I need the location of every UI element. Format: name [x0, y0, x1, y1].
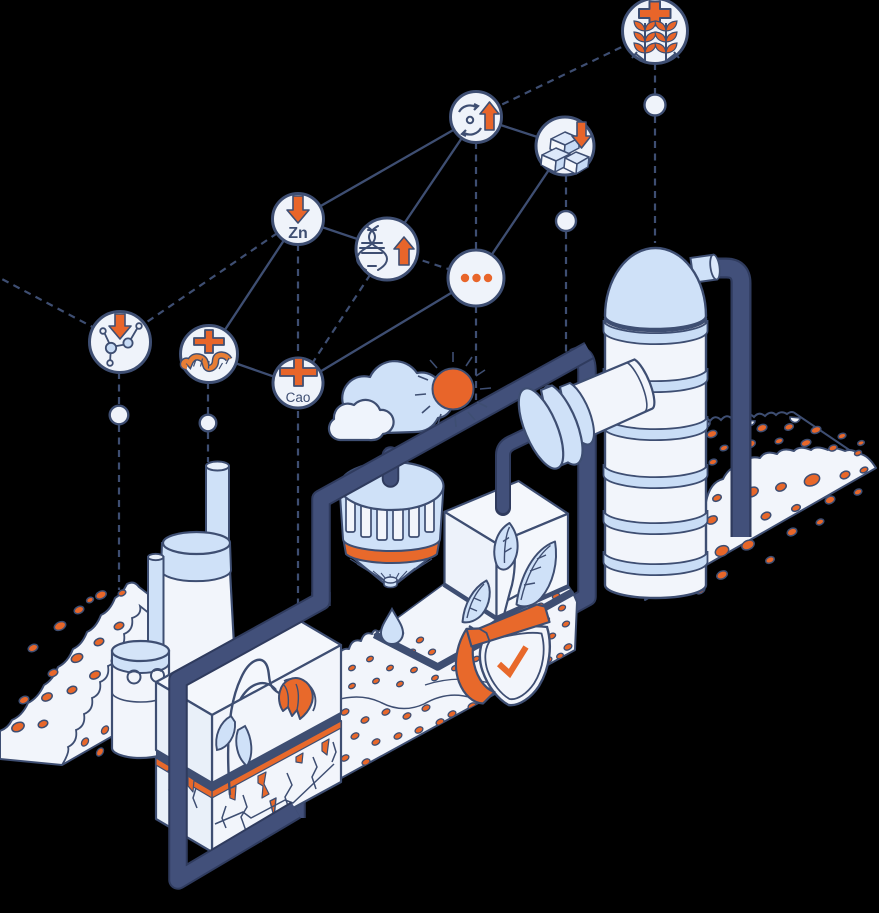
svg-text:Cao: Cao: [286, 390, 311, 405]
svg-text:Zn: Zn: [288, 225, 308, 242]
